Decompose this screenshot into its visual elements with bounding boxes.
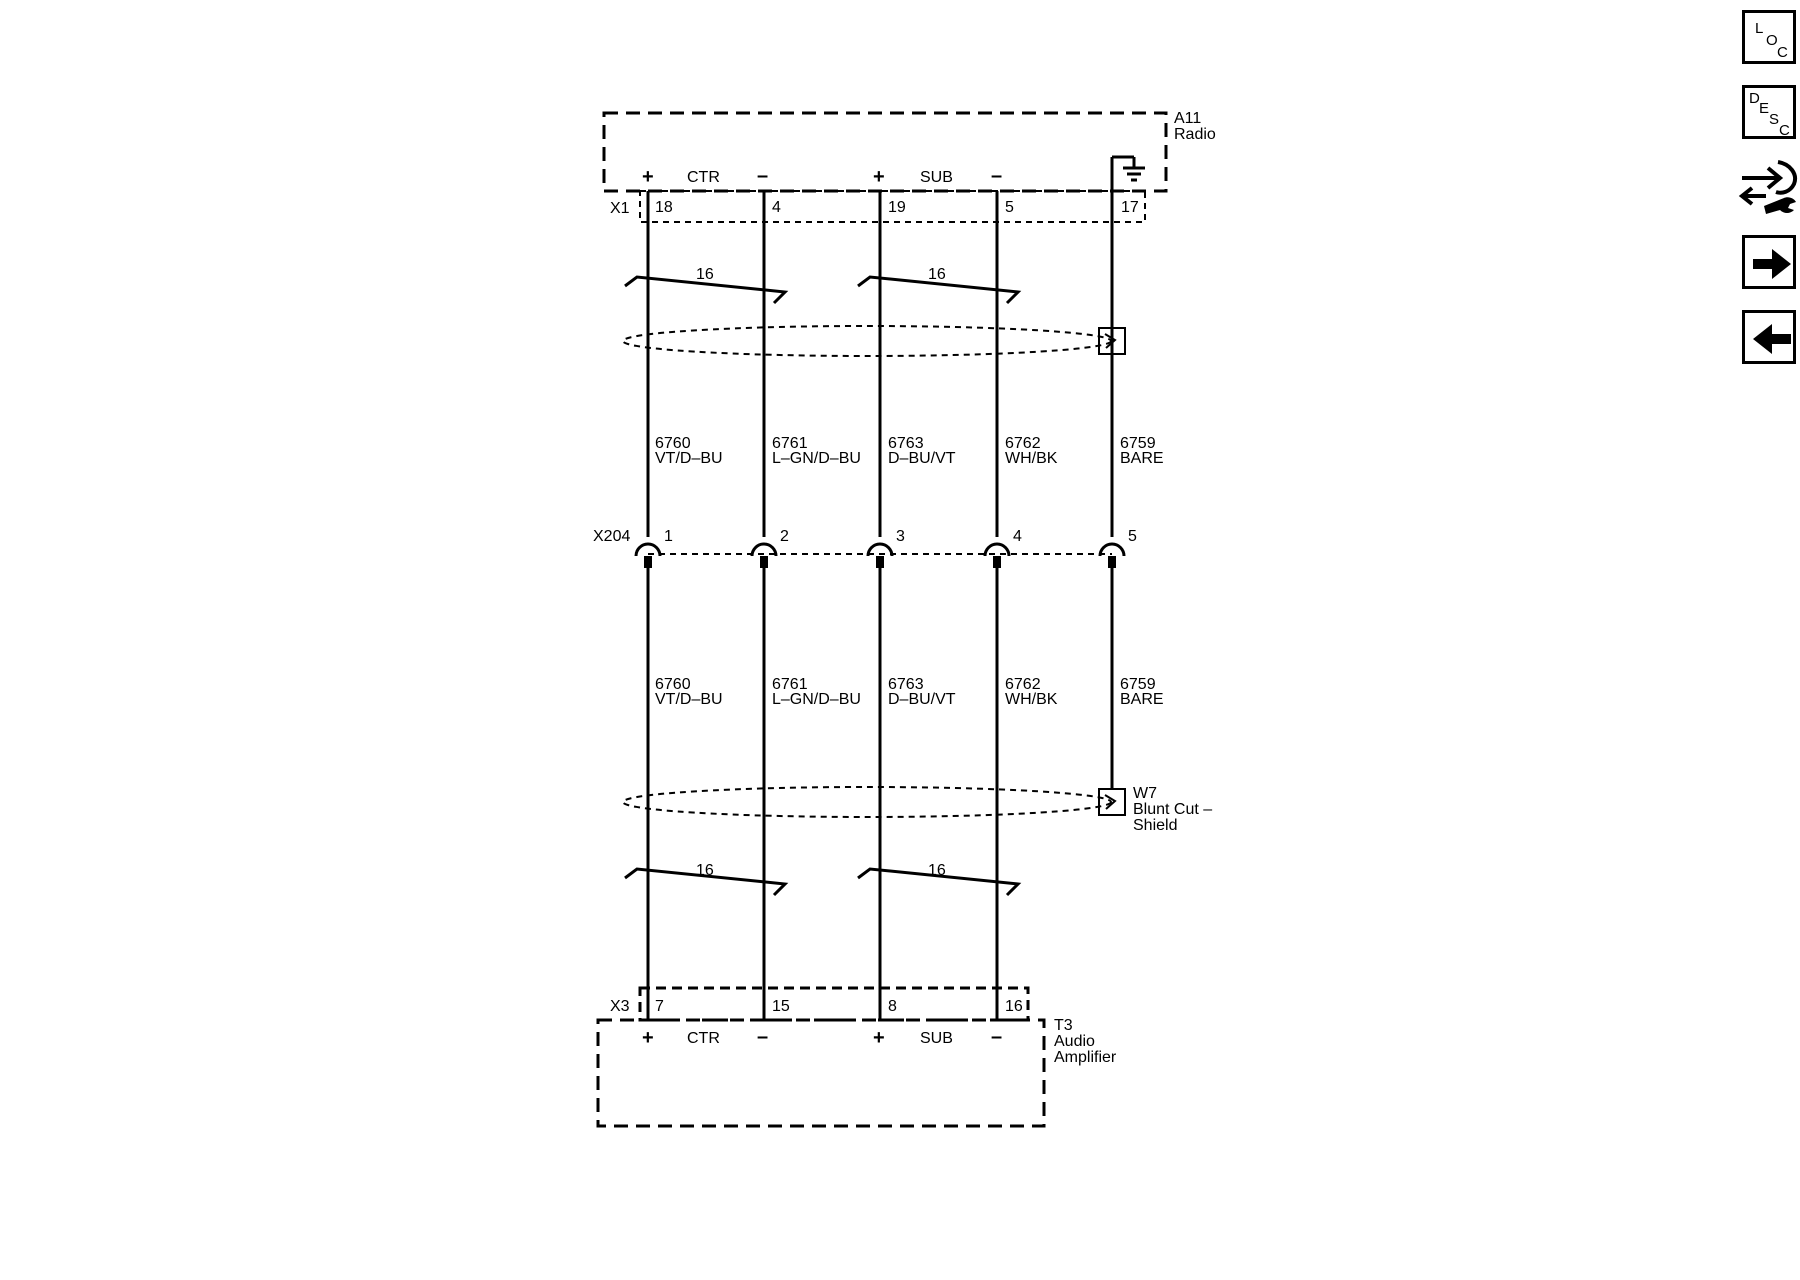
lower-circuit-1: 6760: [655, 676, 691, 693]
twist-label-lower-1: 16: [696, 862, 714, 879]
radio-ctr-minus: –: [757, 165, 768, 187]
amp-ctr-plus: +: [642, 1027, 654, 1049]
amp-name-line2: Amplifier: [1054, 1049, 1117, 1066]
x204-pin-3: 3: [896, 528, 905, 545]
shield-line2: Shield: [1133, 817, 1177, 834]
desc-c: C: [1779, 122, 1790, 139]
upper-color-3: D–BU/VT: [888, 450, 956, 467]
radio-component: A11 Radio + CTR – + SUB –: [602, 110, 1216, 196]
wires: [646, 191, 1114, 1020]
amp-ctr-label: CTR: [687, 1030, 720, 1047]
x1-pin-1: 18: [655, 199, 673, 216]
x204-pin-4: 4: [1013, 528, 1022, 545]
amp-sub-plus: +: [873, 1027, 885, 1049]
x204-pin-2: 2: [780, 528, 789, 545]
radio-ctr-plus: +: [642, 166, 654, 188]
twisted-pair-lower: [624, 867, 1022, 897]
lower-circuit-5: 6759: [1120, 676, 1156, 693]
lower-color-2: L–GN/D–BU: [772, 691, 861, 708]
x1-pin-3: 19: [888, 199, 906, 216]
upper-color-1: VT/D–BU: [655, 450, 723, 467]
shield-upper: [622, 325, 1126, 357]
upper-wire-labels: 6760 VT/D–BU 6761 L–GN/D–BU 6763 D–BU/VT…: [655, 435, 1164, 467]
lower-circuit-3: 6763: [888, 676, 924, 693]
twist-label-lower-2: 16: [928, 862, 946, 879]
next-button[interactable]: [1742, 235, 1796, 289]
lower-circuit-4: 6762: [1005, 676, 1041, 693]
previous-button[interactable]: [1742, 310, 1796, 364]
loc-o: O: [1766, 32, 1778, 49]
lower-color-5: BARE: [1120, 691, 1164, 708]
radio-sub-plus: +: [873, 166, 885, 188]
x1-pin-2: 4: [772, 199, 781, 216]
x3-pin-3: 8: [888, 998, 897, 1015]
amp-sub-minus: –: [991, 1026, 1002, 1048]
x1-label: X1: [610, 200, 630, 217]
connector-repair-button[interactable]: [1738, 154, 1800, 218]
ground-icon: [1110, 155, 1145, 196]
upper-color-2: L–GN/D–BU: [772, 450, 861, 467]
x204-label: X204: [593, 528, 630, 545]
upper-circuit-3: 6763: [888, 435, 924, 452]
x1-pin-4: 5: [1005, 199, 1014, 216]
x3-connector: X3 7 15 8 16: [610, 986, 1030, 1022]
desc-e: E: [1759, 100, 1769, 117]
upper-color-5: BARE: [1120, 450, 1164, 467]
desc-d: D: [1749, 90, 1760, 107]
desc-s: S: [1769, 111, 1779, 128]
shield-line1: Blunt Cut –: [1133, 801, 1212, 818]
shield-ref: W7: [1133, 785, 1157, 802]
x204-pin-5: 5: [1128, 528, 1137, 545]
arrow-right-icon: [1753, 249, 1791, 279]
upper-circuit-4: 6762: [1005, 435, 1041, 452]
desc-icon: D E S C: [1749, 90, 1790, 139]
x204-pin-1: 1: [664, 528, 673, 545]
x1-connector: X1 18 4 19 5 17: [610, 190, 1146, 223]
upper-circuit-1: 6760: [655, 435, 691, 452]
amp-name-line1: Audio: [1054, 1033, 1095, 1050]
twist-label-upper-2: 16: [928, 266, 946, 283]
loc-l: L: [1755, 20, 1763, 37]
amp-sub-label: SUB: [920, 1030, 953, 1047]
loc-c: C: [1777, 44, 1788, 61]
lower-color-4: WH/BK: [1005, 691, 1058, 708]
x204-connector: X204 1 2 3 4 5: [593, 528, 1137, 568]
amplifier-component: T3 Audio Amplifier + CTR – + SUB –: [596, 1017, 1117, 1128]
upper-color-4: WH/BK: [1005, 450, 1058, 467]
desc-button[interactable]: D E S C: [1742, 85, 1796, 139]
loc-button[interactable]: L O C: [1742, 10, 1796, 64]
lower-color-1: VT/D–BU: [655, 691, 723, 708]
upper-circuit-5: 6759: [1120, 435, 1156, 452]
radio-sub-label: SUB: [920, 169, 953, 186]
lower-circuit-2: 6761: [772, 676, 808, 693]
radio-sub-minus: –: [991, 165, 1002, 187]
amp-ref: T3: [1054, 1017, 1073, 1034]
twist-label-upper-1: 16: [696, 266, 714, 283]
lower-wire-labels: 6760 VT/D–BU 6761 L–GN/D–BU 6763 D–BU/VT…: [655, 676, 1164, 708]
x3-label: X3: [610, 998, 630, 1015]
upper-circuit-2: 6761: [772, 435, 808, 452]
radio-name: Radio: [1174, 126, 1216, 143]
radio-ref: A11: [1174, 110, 1201, 127]
loc-icon: L O C: [1755, 20, 1788, 61]
radio-ctr-label: CTR: [687, 169, 720, 186]
x3-pin-1: 7: [655, 998, 664, 1015]
x3-pin-2: 15: [772, 998, 790, 1015]
x1-pin-5: 17: [1121, 199, 1139, 216]
twisted-pair-upper: [624, 275, 1022, 305]
amp-ctr-minus: –: [757, 1026, 768, 1048]
shield-lower: [622, 786, 1126, 818]
connector-repair-icon: [1738, 160, 1797, 214]
arrow-left-icon: [1753, 324, 1791, 354]
lower-color-3: D–BU/VT: [888, 691, 956, 708]
x3-pin-4: 16: [1005, 998, 1023, 1015]
